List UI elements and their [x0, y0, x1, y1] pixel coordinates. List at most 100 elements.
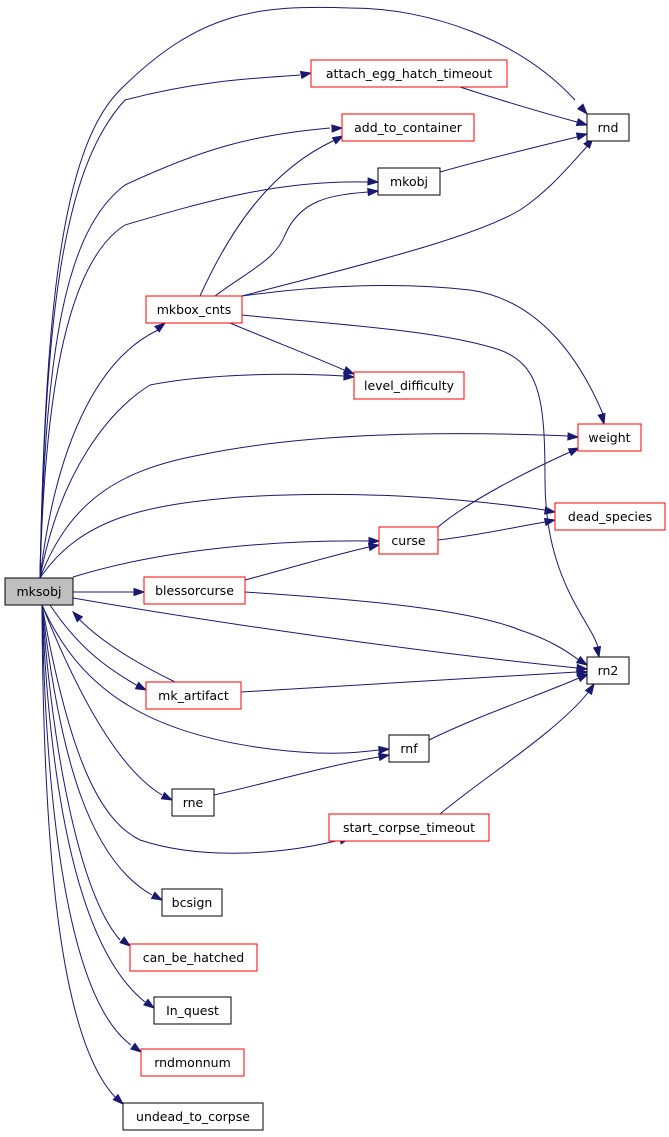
node-label: weight: [588, 430, 630, 445]
edge-curse-to-weight: [437, 447, 581, 528]
edge-arrowhead: [150, 891, 164, 901]
edge-arrowhead: [134, 681, 148, 691]
node-mk_artifact[interactable]: mk_artifact: [145, 681, 242, 710]
edge-arrowhead: [112, 1093, 125, 1106]
edge-mk_artifact-to-mksobj: [71, 610, 176, 683]
edge-line: [39, 181, 369, 579]
node-label: bcsign: [172, 895, 213, 910]
edge-line: [39, 6, 576, 579]
edge-line: [437, 521, 546, 541]
node-label: rndmonnum: [154, 1055, 231, 1070]
node-label: rne: [183, 795, 204, 810]
edge-line: [439, 136, 578, 173]
node-box: [377, 167, 441, 196]
edge-curse-to-dead_species: [437, 517, 557, 541]
edge-mkbox_cnts-to-add_to_container: [199, 135, 345, 297]
node-label: can_be_hatched: [143, 950, 244, 965]
edge-mksobj-to-curse: [72, 536, 381, 578]
edge-mksobj-to-weight: [39, 432, 580, 579]
edge-mk_artifact-to-rn2: [240, 668, 589, 693]
edge-mkbox_cnts-to-rn2: [241, 314, 602, 659]
edge-arrowhead: [154, 322, 167, 333]
node-start_corpse_timeout[interactable]: start_corpse_timeout: [328, 813, 490, 842]
node-label: add_to_container: [354, 120, 463, 135]
node-label: rn2: [598, 663, 619, 678]
node-mkbox_cnts[interactable]: mkbox_cnts: [145, 295, 243, 324]
node-add_to_container[interactable]: add_to_container: [341, 113, 475, 142]
edge-line: [39, 127, 331, 579]
node-label: curse: [391, 533, 425, 548]
edge-arrowhead: [331, 124, 344, 133]
edges-layer: [39, 6, 606, 1106]
node-rne[interactable]: rne: [171, 788, 215, 817]
node-box: [378, 526, 439, 555]
edge-arrowhead: [584, 682, 595, 696]
node-curse[interactable]: curse: [378, 526, 439, 555]
edge-line: [72, 540, 370, 578]
edge-mksobj-to-In_quest: [41, 604, 156, 1009]
edge-line: [39, 493, 546, 579]
edge-line: [49, 604, 139, 687]
edge-arrowhead: [331, 135, 345, 145]
edge-arrowhead: [575, 655, 589, 666]
edge-arrowhead: [130, 1042, 143, 1053]
node-undead_to_corpse[interactable]: undead_to_corpse: [122, 1102, 264, 1131]
node-box: [161, 888, 223, 917]
edge-mkobj-to-rnd: [439, 132, 589, 173]
edge-mkbox_cnts-to-weight: [241, 284, 606, 426]
node-level_difficulty[interactable]: level_difficulty: [353, 371, 465, 400]
edge-blessorcurse-to-rn2: [244, 591, 589, 666]
edge-mkbox_cnts-to-mkobj: [214, 187, 380, 297]
edge-line: [41, 604, 146, 1003]
node-bcsign[interactable]: bcsign: [161, 888, 223, 917]
edge-mksobj-to-mk_artifact: [49, 604, 148, 691]
edge-line: [229, 322, 345, 371]
node-label: blessorcurse: [155, 583, 234, 598]
node-weight[interactable]: weight: [577, 423, 642, 452]
node-box: [328, 813, 490, 842]
edge-rne-to-rnf: [213, 752, 391, 796]
edge-line: [241, 314, 599, 648]
node-attach_egg_hatch_timeout[interactable]: attach_egg_hatch_timeout: [310, 59, 508, 88]
edge-arrowhead: [377, 752, 391, 762]
edge-line: [459, 86, 578, 123]
node-box: [586, 656, 630, 685]
edge-mksobj-to-can_be_hatched: [41, 604, 132, 947]
node-mkobj[interactable]: mkobj: [377, 167, 441, 196]
node-label: undead_to_corpse: [136, 1109, 250, 1124]
edge-attach_egg_hatch_timeout-to-rnd: [459, 86, 589, 127]
node-box: [4, 577, 74, 606]
node-box: [122, 1102, 264, 1131]
node-rnd[interactable]: rnd: [586, 113, 630, 142]
edge-mksobj-to-rndmonnum: [41, 604, 143, 1053]
node-rn2[interactable]: rn2: [586, 656, 630, 685]
node-rndmonnum[interactable]: rndmonnum: [140, 1048, 245, 1077]
edge-line: [241, 140, 593, 297]
node-In_quest[interactable]: In_quest: [153, 996, 232, 1025]
edge-mksobj-to-mkbox_cnts: [39, 322, 167, 579]
node-box: [353, 371, 465, 400]
edge-line: [39, 329, 159, 579]
edge-arrowhead: [143, 998, 156, 1009]
edge-mksobj-to-rn2: [72, 597, 589, 673]
node-dead_species[interactable]: dead_species: [554, 502, 666, 531]
edge-arrowhead: [367, 177, 380, 186]
node-label: dead_species: [568, 509, 652, 524]
node-rnf[interactable]: rnf: [388, 734, 430, 763]
node-box: [388, 734, 430, 763]
edge-line: [39, 433, 569, 579]
node-can_be_hatched[interactable]: can_be_hatched: [129, 943, 258, 972]
edge-mkbox_cnts-to-level_difficulty: [229, 322, 356, 375]
edge-mksobj-to-rne: [41, 604, 174, 801]
edge-line: [428, 677, 580, 741]
node-label: level_difficulty: [364, 378, 455, 393]
edge-mksobj-to-level_difficulty: [39, 372, 356, 579]
edge-arrowhead: [575, 117, 589, 127]
edge-line: [41, 604, 163, 796]
edge-line: [244, 546, 370, 581]
node-box: [143, 576, 246, 605]
node-label: mk_artifact: [158, 688, 229, 703]
edge-line: [41, 604, 341, 854]
node-blessorcurse[interactable]: blessorcurse: [143, 576, 246, 605]
node-box: [145, 295, 243, 324]
